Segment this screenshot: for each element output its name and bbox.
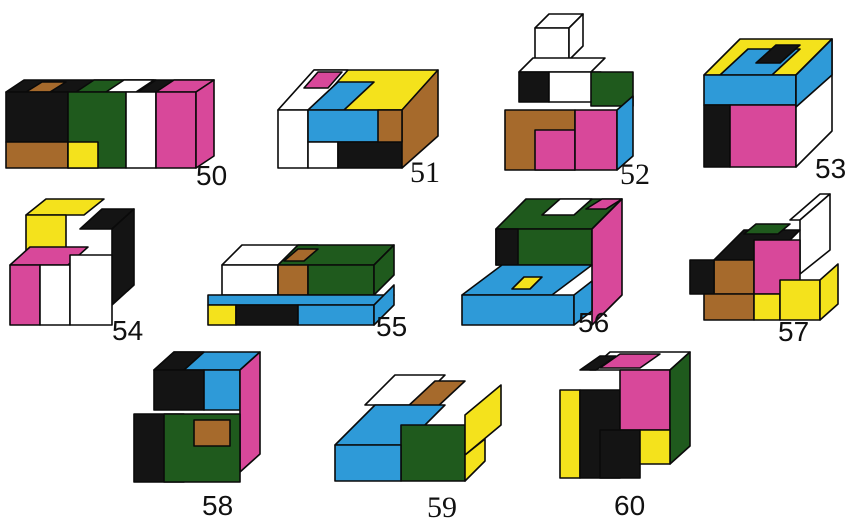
puzzle-number: 60 xyxy=(614,492,645,520)
cube-figure-55 xyxy=(208,225,398,330)
puzzle-number: 50 xyxy=(196,162,227,190)
puzzle-58: 58 xyxy=(134,350,274,522)
puzzle-52: 52 xyxy=(505,10,665,185)
puzzle-60: 60 xyxy=(560,350,700,522)
puzzle-number: 56 xyxy=(578,309,609,337)
puzzle-56: 56 xyxy=(462,195,637,340)
cube-figure-52 xyxy=(505,10,640,175)
puzzle-number: 55 xyxy=(376,313,407,341)
puzzle-number: 59 xyxy=(427,493,457,523)
cube-figure-54 xyxy=(6,195,146,330)
puzzle-50: 50 xyxy=(6,80,246,190)
puzzle-number: 54 xyxy=(112,317,143,345)
puzzle-number: 52 xyxy=(620,160,650,190)
puzzle-number: 58 xyxy=(202,492,233,520)
puzzle-53: 53 xyxy=(700,35,850,190)
puzzle-number: 51 xyxy=(410,158,440,188)
cube-figure-60 xyxy=(560,350,694,480)
puzzle-54: 54 xyxy=(6,195,166,345)
puzzle-number: 57 xyxy=(778,318,809,346)
puzzle-number: 53 xyxy=(815,155,846,183)
puzzle-59: 59 xyxy=(335,365,510,522)
cube-figure-59 xyxy=(335,365,505,485)
cube-figure-57 xyxy=(690,190,840,330)
cube-figure-50 xyxy=(6,80,216,175)
cube-figure-58 xyxy=(134,350,268,490)
puzzle-55: 55 xyxy=(208,225,423,340)
puzzle-57: 57 xyxy=(690,190,850,350)
puzzle-51: 51 xyxy=(278,66,448,191)
